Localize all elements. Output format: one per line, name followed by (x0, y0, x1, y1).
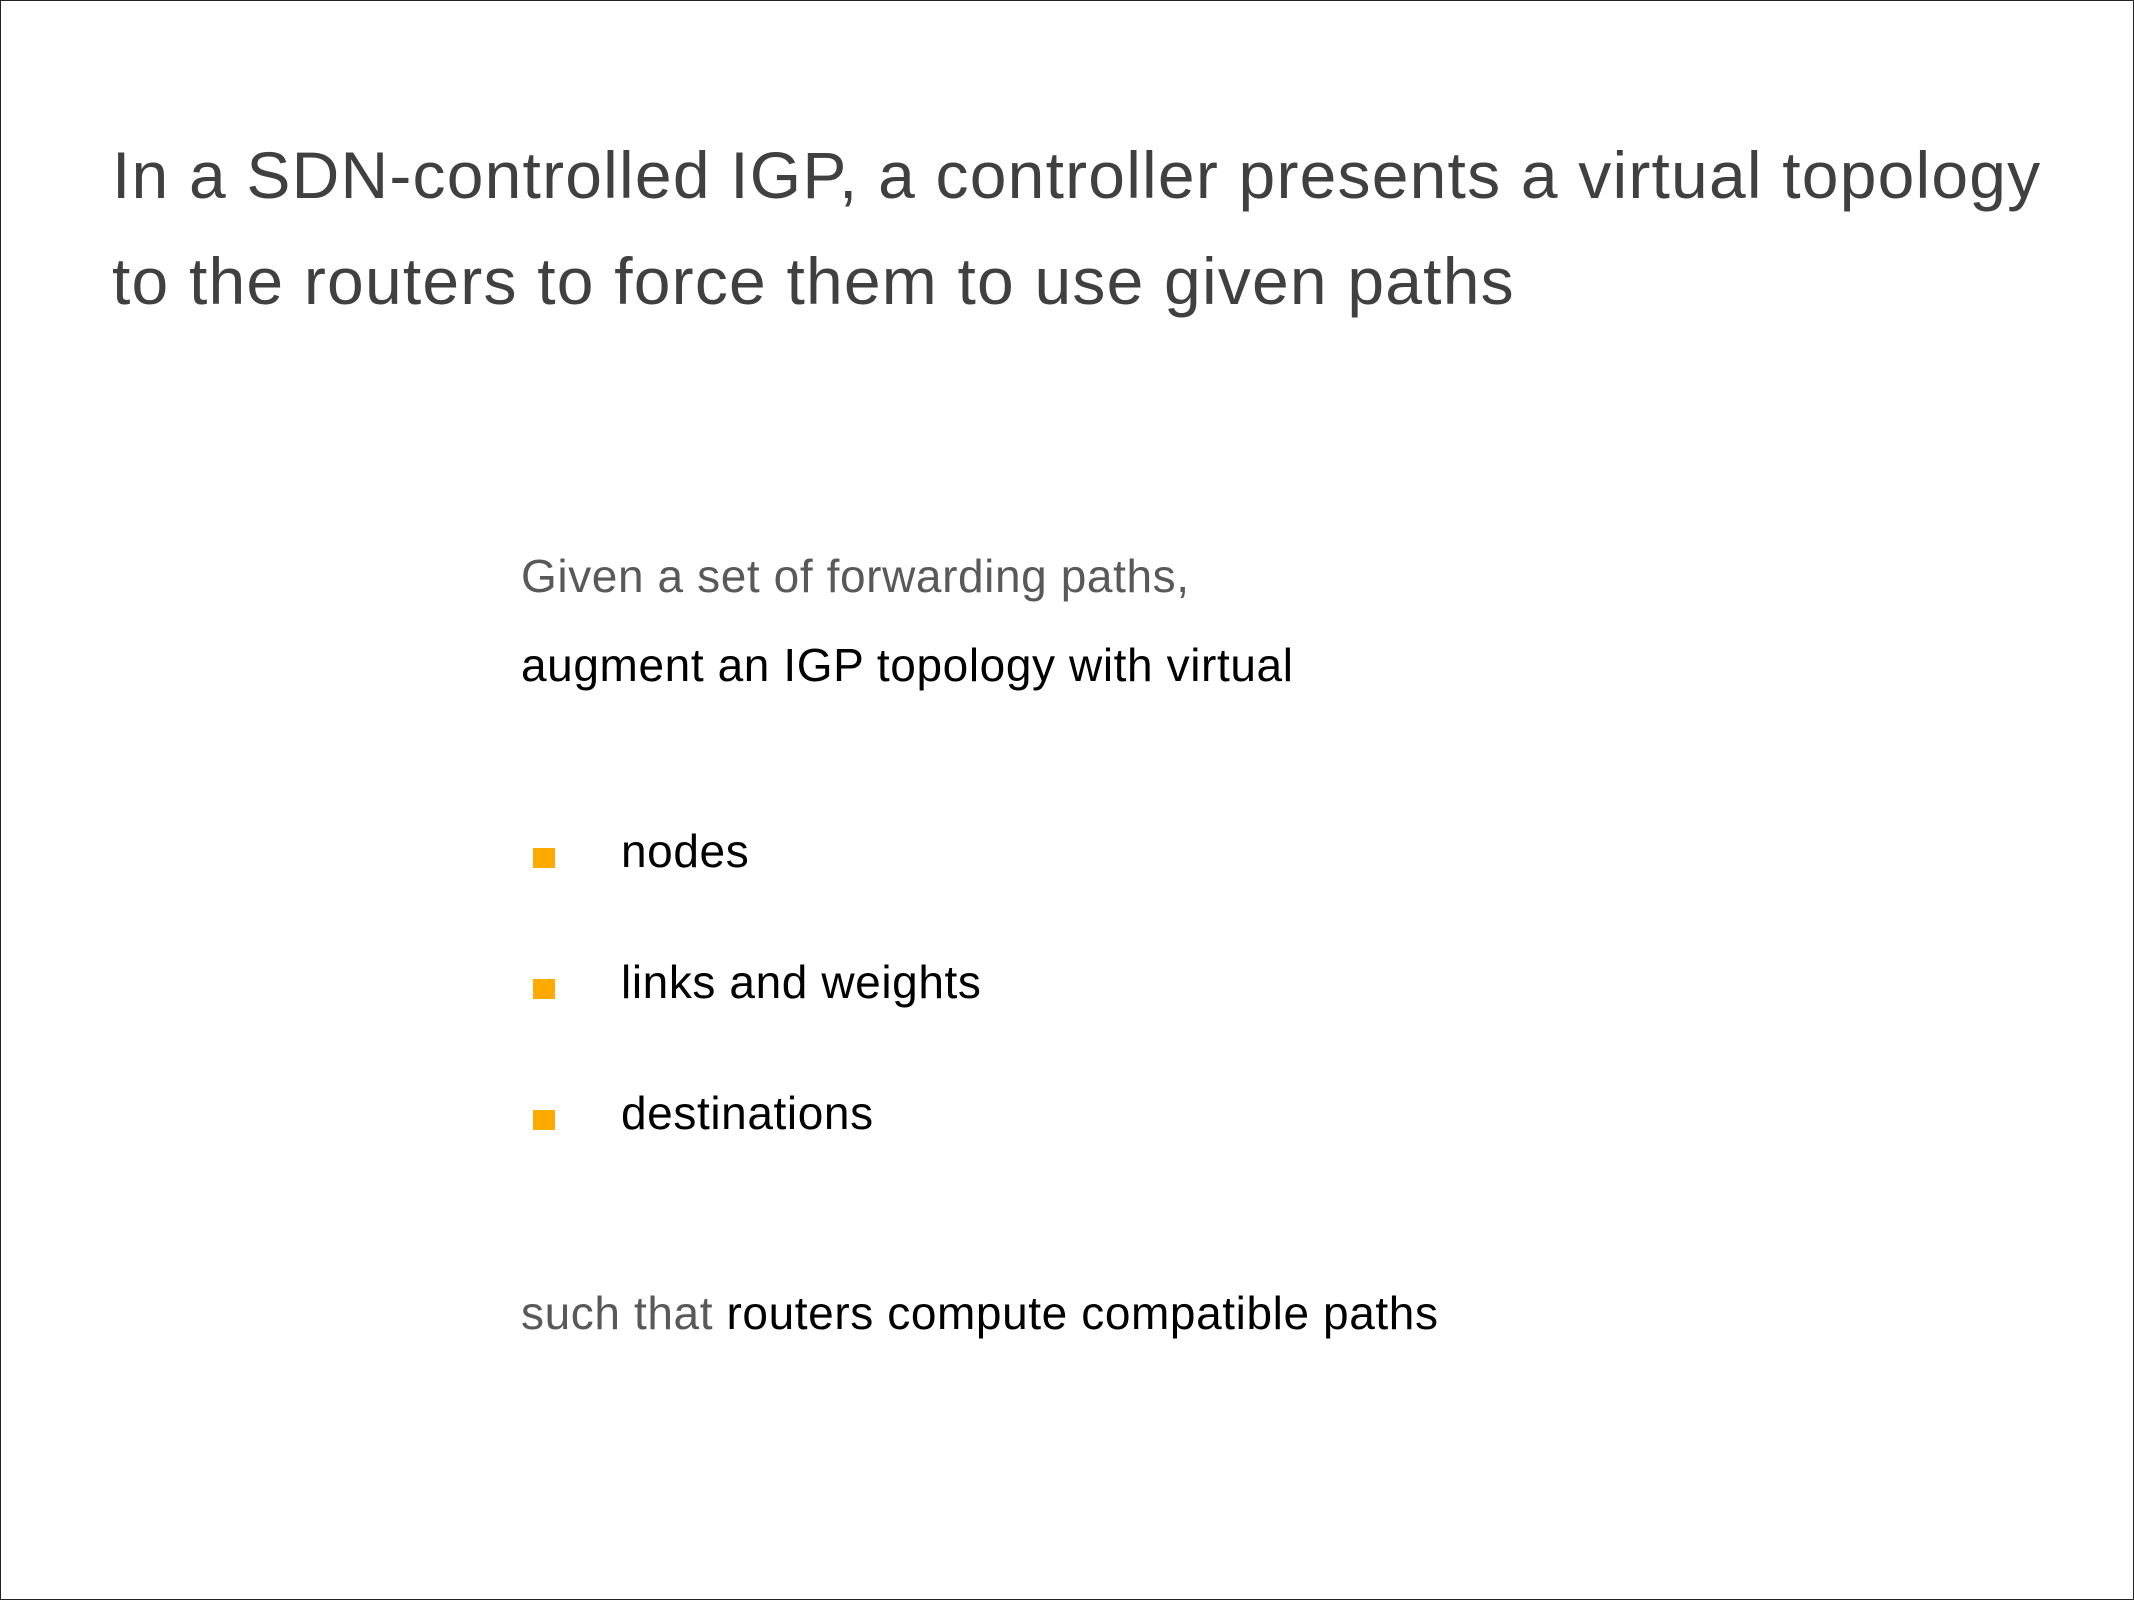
conclusion-prefix: such that (521, 1287, 714, 1339)
bullet-square-icon (533, 979, 555, 999)
bullet-item-destinations: destinations (621, 1087, 874, 1139)
intro-line-1: Given a set of forwarding paths, (521, 550, 1190, 602)
conclusion-rest: routers compute compatible paths (726, 1287, 1439, 1339)
conclusion-line: such that routers compute compatible pat… (521, 1285, 1439, 1341)
bullet-square-icon (533, 1110, 555, 1130)
intro-line-2: augment an IGP topology with virtual (521, 639, 1294, 691)
slide-title: In a SDN-controlled IGP, a controller pr… (112, 138, 2042, 318)
bullet-item-links: links and weights (621, 956, 982, 1008)
bullet-square-icon (533, 848, 555, 868)
bullet-item-nodes: nodes (621, 825, 750, 877)
